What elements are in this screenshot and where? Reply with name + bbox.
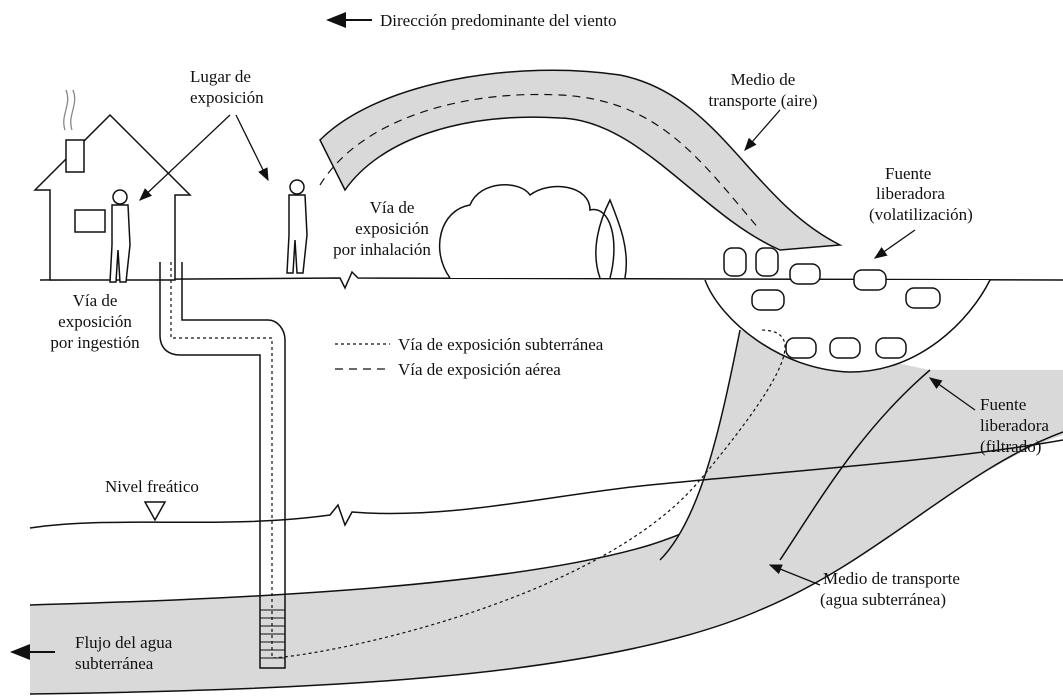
drums: [723, 247, 941, 359]
leachate-plume: [660, 330, 930, 560]
release-filt-label-1: Fuente: [980, 395, 1026, 414]
person-outdoor: [286, 179, 308, 274]
gw-flow-label-2: subterránea: [75, 654, 154, 673]
inhalation-label-1: Vía de: [370, 198, 415, 217]
inhalation-label-3: por inhalación: [333, 240, 431, 259]
ground-surface: [39, 270, 1063, 290]
well: [159, 262, 286, 669]
release-vol-label-1: Fuente: [885, 164, 931, 183]
legend-air-label: Vía de exposición aérea: [398, 360, 561, 379]
subsurface-pathway: [170, 262, 786, 659]
exposure-site-label-2: exposición: [190, 88, 264, 107]
smoke-icon: [63, 89, 76, 131]
release-vol-label-2: liberadora: [876, 184, 945, 203]
legend-subsurface-label: Vía de exposición subterránea: [398, 335, 604, 354]
leader-arrows: [139, 109, 976, 586]
water-table-symbol: [143, 501, 167, 522]
ingestion-label-3: por ingestión: [50, 333, 140, 352]
ingestion-label-1: Vía de: [73, 291, 118, 310]
trees: [438, 184, 628, 279]
ingestion-label-2: exposición: [58, 312, 132, 331]
release-filt-label-3: (filtrado): [980, 437, 1041, 456]
wind-label: Dirección predominante del viento: [380, 11, 617, 30]
exposure-site-label-1: Lugar de: [190, 67, 251, 86]
transport-gw-label-2: (agua subterránea): [820, 590, 946, 609]
water-table-label: Nivel freático: [105, 477, 199, 496]
transport-air-label-2: transporte (aire): [708, 91, 817, 110]
transport-air-label-1: Medio de: [731, 70, 796, 89]
air-plume: [319, 69, 843, 251]
release-vol-label-3: (volatilización): [869, 205, 973, 224]
groundwater-plume-bottom: [29, 431, 1063, 695]
gw-flow-label-1: Flujo del agua: [75, 633, 173, 652]
inhalation-label-2: exposición: [355, 219, 429, 238]
air-pathway: [319, 93, 761, 231]
transport-gw-label-1: Medio de transporte: [823, 569, 960, 588]
water-table-line: [29, 439, 1063, 529]
person-house: [109, 189, 131, 283]
groundwater-plume: [30, 370, 1063, 694]
release-filt-label-2: liberadora: [980, 416, 1049, 435]
